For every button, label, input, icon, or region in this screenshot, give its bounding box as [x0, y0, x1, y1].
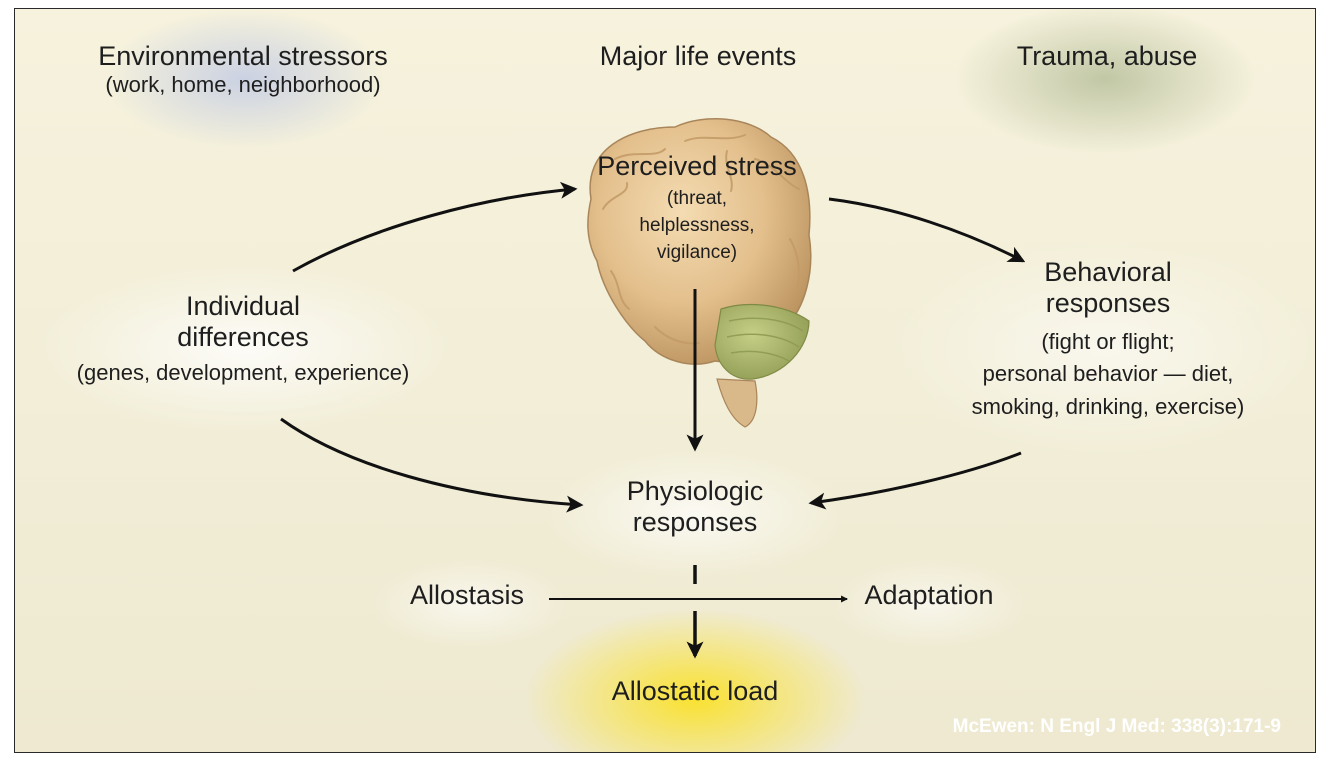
- perceived-stress-detail-line-1: (threat,: [597, 186, 797, 213]
- allostatic-load-label: Allostatic load: [612, 676, 779, 707]
- perceived-stress-title: Perceived stress: [597, 151, 797, 182]
- major-life-events-node: Major life events: [600, 41, 797, 72]
- perceived-stress-node: Perceived stress (threat, helplessness, …: [597, 151, 797, 266]
- behavioral-responses-node: Behavioral responses (fight or flight; p…: [972, 257, 1245, 423]
- behavioral-responses-detail-line-3: smoking, drinking, exercise): [972, 391, 1245, 424]
- arrow-individual-to-physiologic: [281, 419, 581, 505]
- perceived-stress-detail-line-3: vigilance): [597, 240, 797, 267]
- behavioral-responses-detail-line-1: (fight or flight;: [972, 326, 1245, 359]
- behavioral-responses-title-line-2: responses: [972, 288, 1245, 319]
- behavioral-responses-title-line-1: Behavioral: [972, 257, 1245, 288]
- behavioral-responses-detail-line-2: personal behavior — diet,: [972, 358, 1245, 391]
- environmental-stressors-detail: (work, home, neighborhood): [98, 72, 388, 98]
- allostasis-label: Allostasis: [410, 580, 524, 611]
- arrow-individual-to-perceived: [293, 189, 575, 271]
- environmental-stressors-node: Environmental stressors (work, home, nei…: [98, 41, 388, 98]
- physiologic-responses-title-line-1: Physiologic: [627, 476, 764, 507]
- arrow-behavioral-to-physiologic: [811, 453, 1021, 503]
- adaptation-label: Adaptation: [864, 580, 993, 611]
- diagram-frame: Environmental stressors (work, home, nei…: [14, 8, 1316, 753]
- environmental-stressors-title: Environmental stressors: [98, 41, 388, 72]
- individual-differences-title-line-1: Individual: [77, 291, 410, 322]
- trauma-abuse-node: Trauma, abuse: [1017, 41, 1198, 72]
- major-life-events-title: Major life events: [600, 41, 797, 72]
- individual-differences-node: Individual differences (genes, developme…: [77, 291, 410, 385]
- perceived-stress-detail-line-2: helplessness,: [597, 213, 797, 240]
- citation-text: McEwen: N Engl J Med: 338(3):171-9: [953, 716, 1281, 738]
- arrow-perceived-to-behavioral: [829, 199, 1023, 261]
- physiologic-responses-node: Physiologic responses: [627, 476, 764, 539]
- physiologic-responses-title-line-2: responses: [627, 507, 764, 538]
- trauma-abuse-title: Trauma, abuse: [1017, 41, 1198, 72]
- individual-differences-title-line-2: differences: [77, 322, 410, 353]
- individual-differences-detail: (genes, development, experience): [77, 360, 410, 386]
